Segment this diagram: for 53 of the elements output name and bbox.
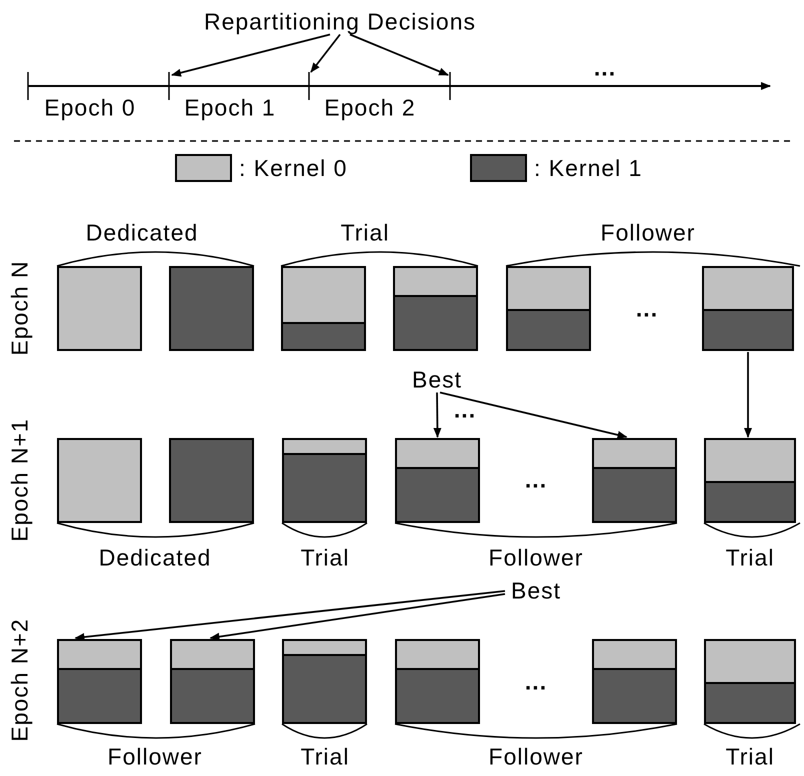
ellipsis: ... — [594, 56, 616, 80]
group-label: Follower — [108, 746, 202, 768]
bar-box — [169, 438, 254, 523]
bar-box — [57, 266, 142, 351]
arrow — [310, 34, 341, 73]
group-label: Trial — [300, 546, 350, 570]
bar-box — [395, 639, 480, 724]
bar-box — [704, 639, 796, 724]
bar-box — [169, 266, 254, 351]
group-label: Trial — [340, 222, 390, 244]
arrow — [744, 352, 752, 438]
annotation-text: Best — [510, 580, 562, 602]
bar-box — [395, 438, 480, 523]
arrow — [433, 392, 442, 438]
group-label: Dedicated — [98, 546, 212, 570]
legend-label: : Kernel 1 — [534, 157, 642, 180]
ellipsis: ... — [524, 468, 548, 492]
epoch-label: Epoch 1 — [184, 96, 276, 120]
ellipsis: ... — [524, 670, 548, 694]
group-label: Follower — [600, 222, 696, 244]
group-label: Follower — [488, 546, 584, 570]
group-label: Trial — [300, 746, 350, 768]
bar-box — [57, 639, 142, 724]
arrow — [171, 34, 330, 77]
group-label: Trial — [726, 546, 774, 570]
annotation-text: Best — [412, 368, 462, 392]
arrow — [440, 392, 628, 439]
group-label: Trial — [726, 746, 774, 768]
ellipsis: ... — [454, 398, 476, 422]
bar-box — [57, 438, 142, 523]
epoch-label: Epoch 2 — [324, 96, 416, 120]
bar-box — [592, 639, 677, 724]
bar-box — [702, 266, 794, 351]
bar-box — [393, 266, 478, 351]
ellipsis: ... — [636, 298, 658, 320]
bar-box — [506, 266, 591, 351]
group-label: Dedicated — [86, 222, 198, 244]
row-label: Epoch N+2 — [8, 618, 32, 742]
bar-box — [282, 639, 367, 724]
row-label: Epoch N+1 — [8, 418, 32, 542]
arrow — [210, 593, 506, 641]
bar-box — [704, 438, 796, 523]
epoch-label: Epoch 0 — [44, 96, 136, 120]
bar-box — [282, 438, 367, 523]
bar-box — [170, 639, 255, 724]
bar-box — [281, 266, 366, 351]
arrow — [350, 34, 449, 76]
group-label: Follower — [488, 746, 584, 768]
bar-box — [592, 438, 677, 523]
annotation-text: Repartitioning Decisions — [204, 10, 476, 34]
legend-label: : Kernel 0 — [239, 157, 348, 180]
arrow — [74, 590, 506, 641]
row-label: Epoch N — [8, 260, 32, 356]
